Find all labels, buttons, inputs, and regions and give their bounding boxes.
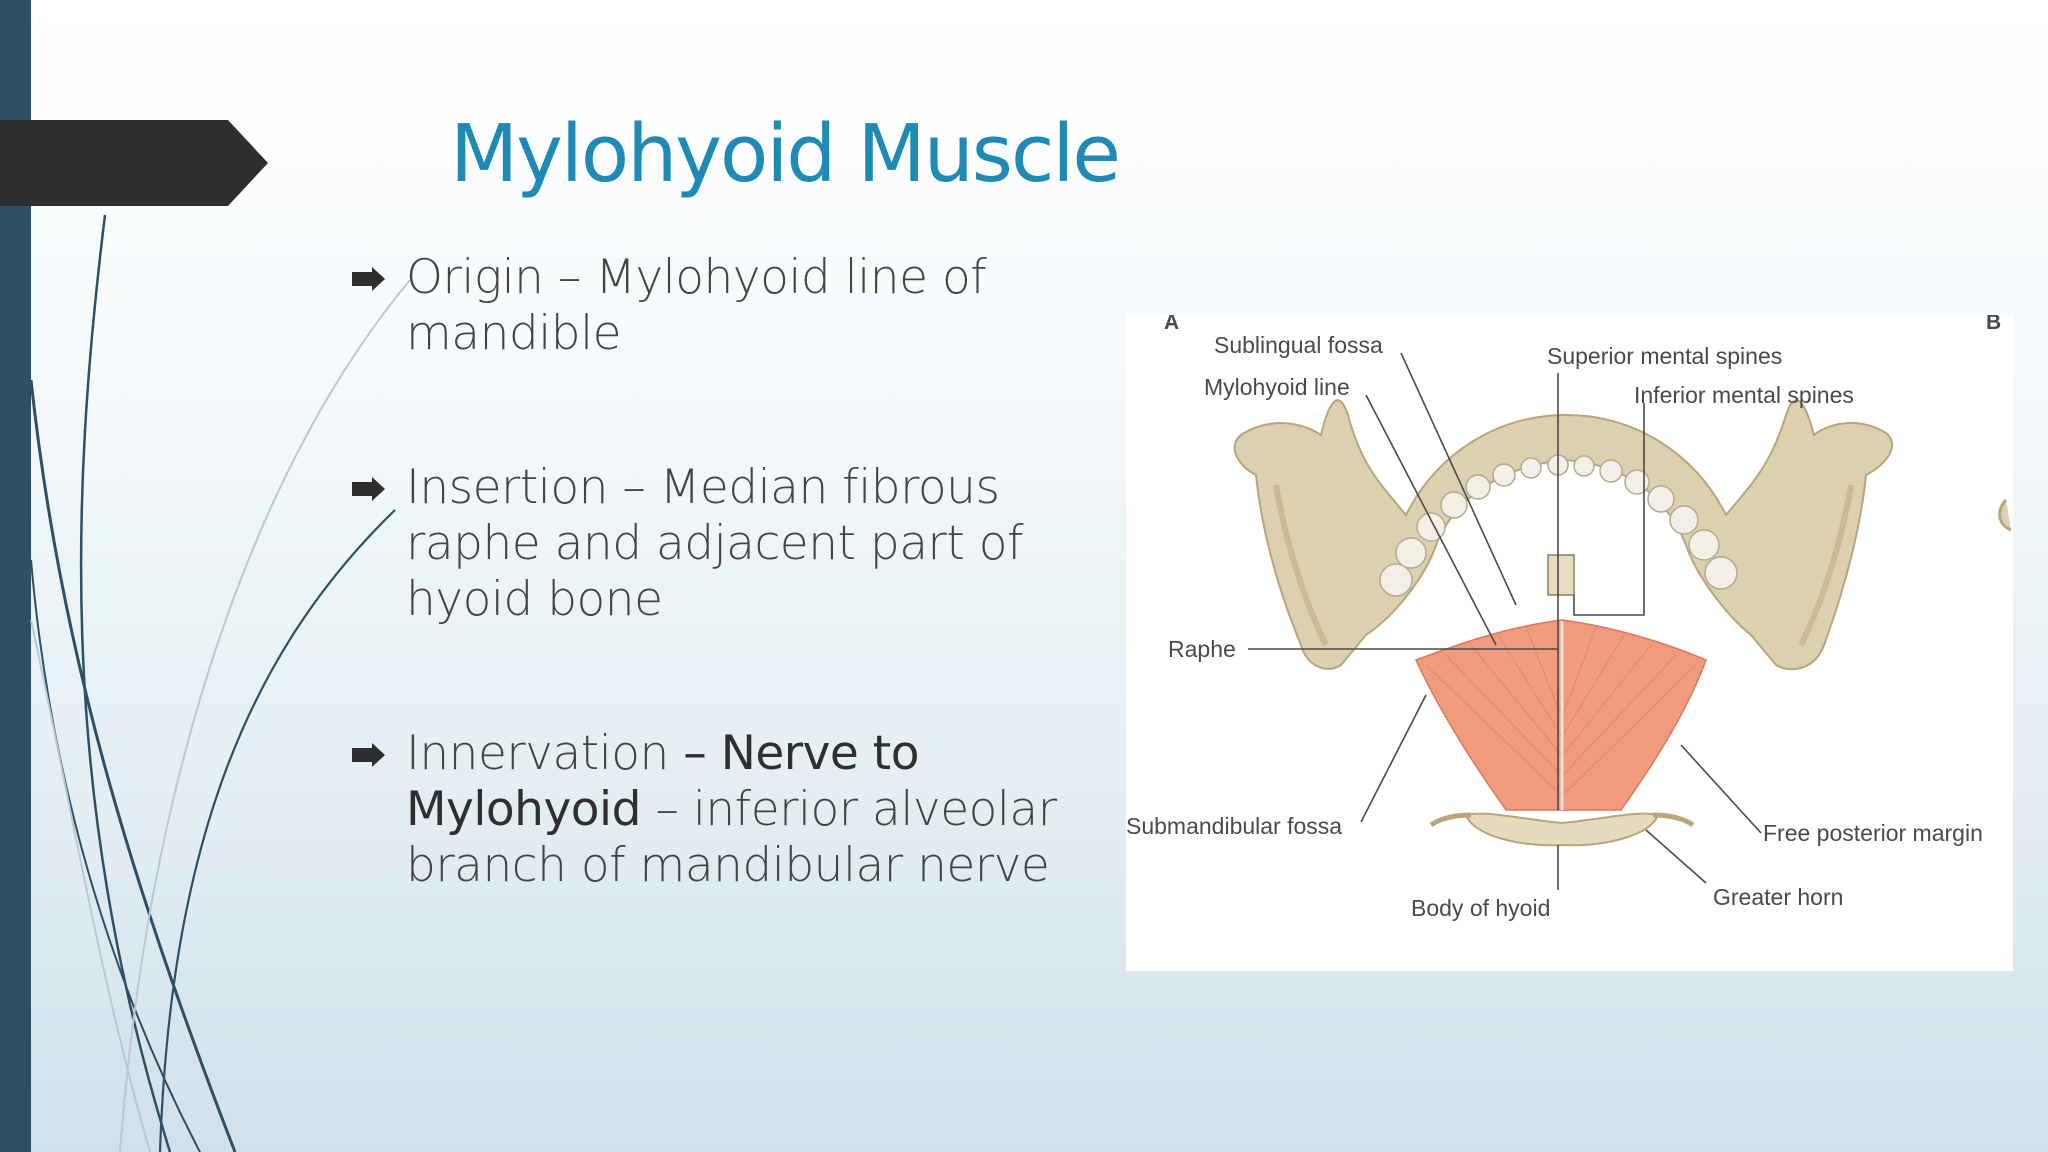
panel-letter-a: A xyxy=(1164,315,1179,334)
panel-letter-b: B xyxy=(1986,315,2001,334)
decorative-curves xyxy=(29,214,411,1152)
mylohyoid-muscle xyxy=(1414,619,1707,811)
bullet-insertion: Insertion – Median fibrous raphe and adj… xyxy=(350,460,1110,628)
bullet-label: Insertion xyxy=(406,460,608,515)
label-inferior-mental-spines: Inferior mental spines xyxy=(1634,382,1854,408)
label-greater-horn: Greater horn xyxy=(1713,884,1843,910)
bullet-origin: Origin – Mylohyoid line of mandible xyxy=(350,250,1110,362)
label-free-posterior-margin: Free posterior margin xyxy=(1763,820,1983,846)
mylohyoid-figure: A B xyxy=(1126,315,2013,971)
slide-title: Mylohyoid Muscle xyxy=(450,108,1121,200)
label-sublingual-fossa: Sublingual fossa xyxy=(1214,332,1383,358)
bullet-text: – inferior alveolar branch of mandibular… xyxy=(406,782,1057,893)
right-arrow-bullet-icon xyxy=(352,267,385,291)
bullet-label: Innervation xyxy=(406,726,669,781)
teeth xyxy=(1379,454,1738,597)
label-mylohyoid-line: Mylohyoid line xyxy=(1204,374,1350,400)
label-superior-mental-spines: Superior mental spines xyxy=(1547,343,1782,369)
leader-lines xyxy=(1248,352,1762,890)
label-body-of-hyoid: Body of hyoid xyxy=(1411,895,1550,921)
mandible-bone xyxy=(1233,399,2012,671)
bullet-label: Origin xyxy=(406,250,544,305)
title-arrow-banner xyxy=(0,120,268,206)
right-arrow-bullet-icon xyxy=(352,477,385,501)
mental-spines xyxy=(1547,554,1575,596)
bullet-strong-text: – Nerve to Mylohyoid xyxy=(406,726,919,837)
right-arrow-bullet-icon xyxy=(352,743,385,767)
label-raphe: Raphe xyxy=(1168,636,1236,662)
mylohyoid-illustration: A B xyxy=(1126,315,2012,921)
bullet-text: – Median fibrous raphe and adjacent part… xyxy=(406,460,1024,627)
hyoid-bone xyxy=(1464,812,1660,847)
bullet-text: – Mylohyoid line of mandible xyxy=(406,250,987,361)
bullet-list: Origin – Mylohyoid line of mandible Inse… xyxy=(350,250,1110,992)
label-submandibular-fossa: Submandibular fossa xyxy=(1126,813,1342,839)
bullet-innervation: Innervation – Nerve to Mylohyoid – infer… xyxy=(350,726,1110,894)
